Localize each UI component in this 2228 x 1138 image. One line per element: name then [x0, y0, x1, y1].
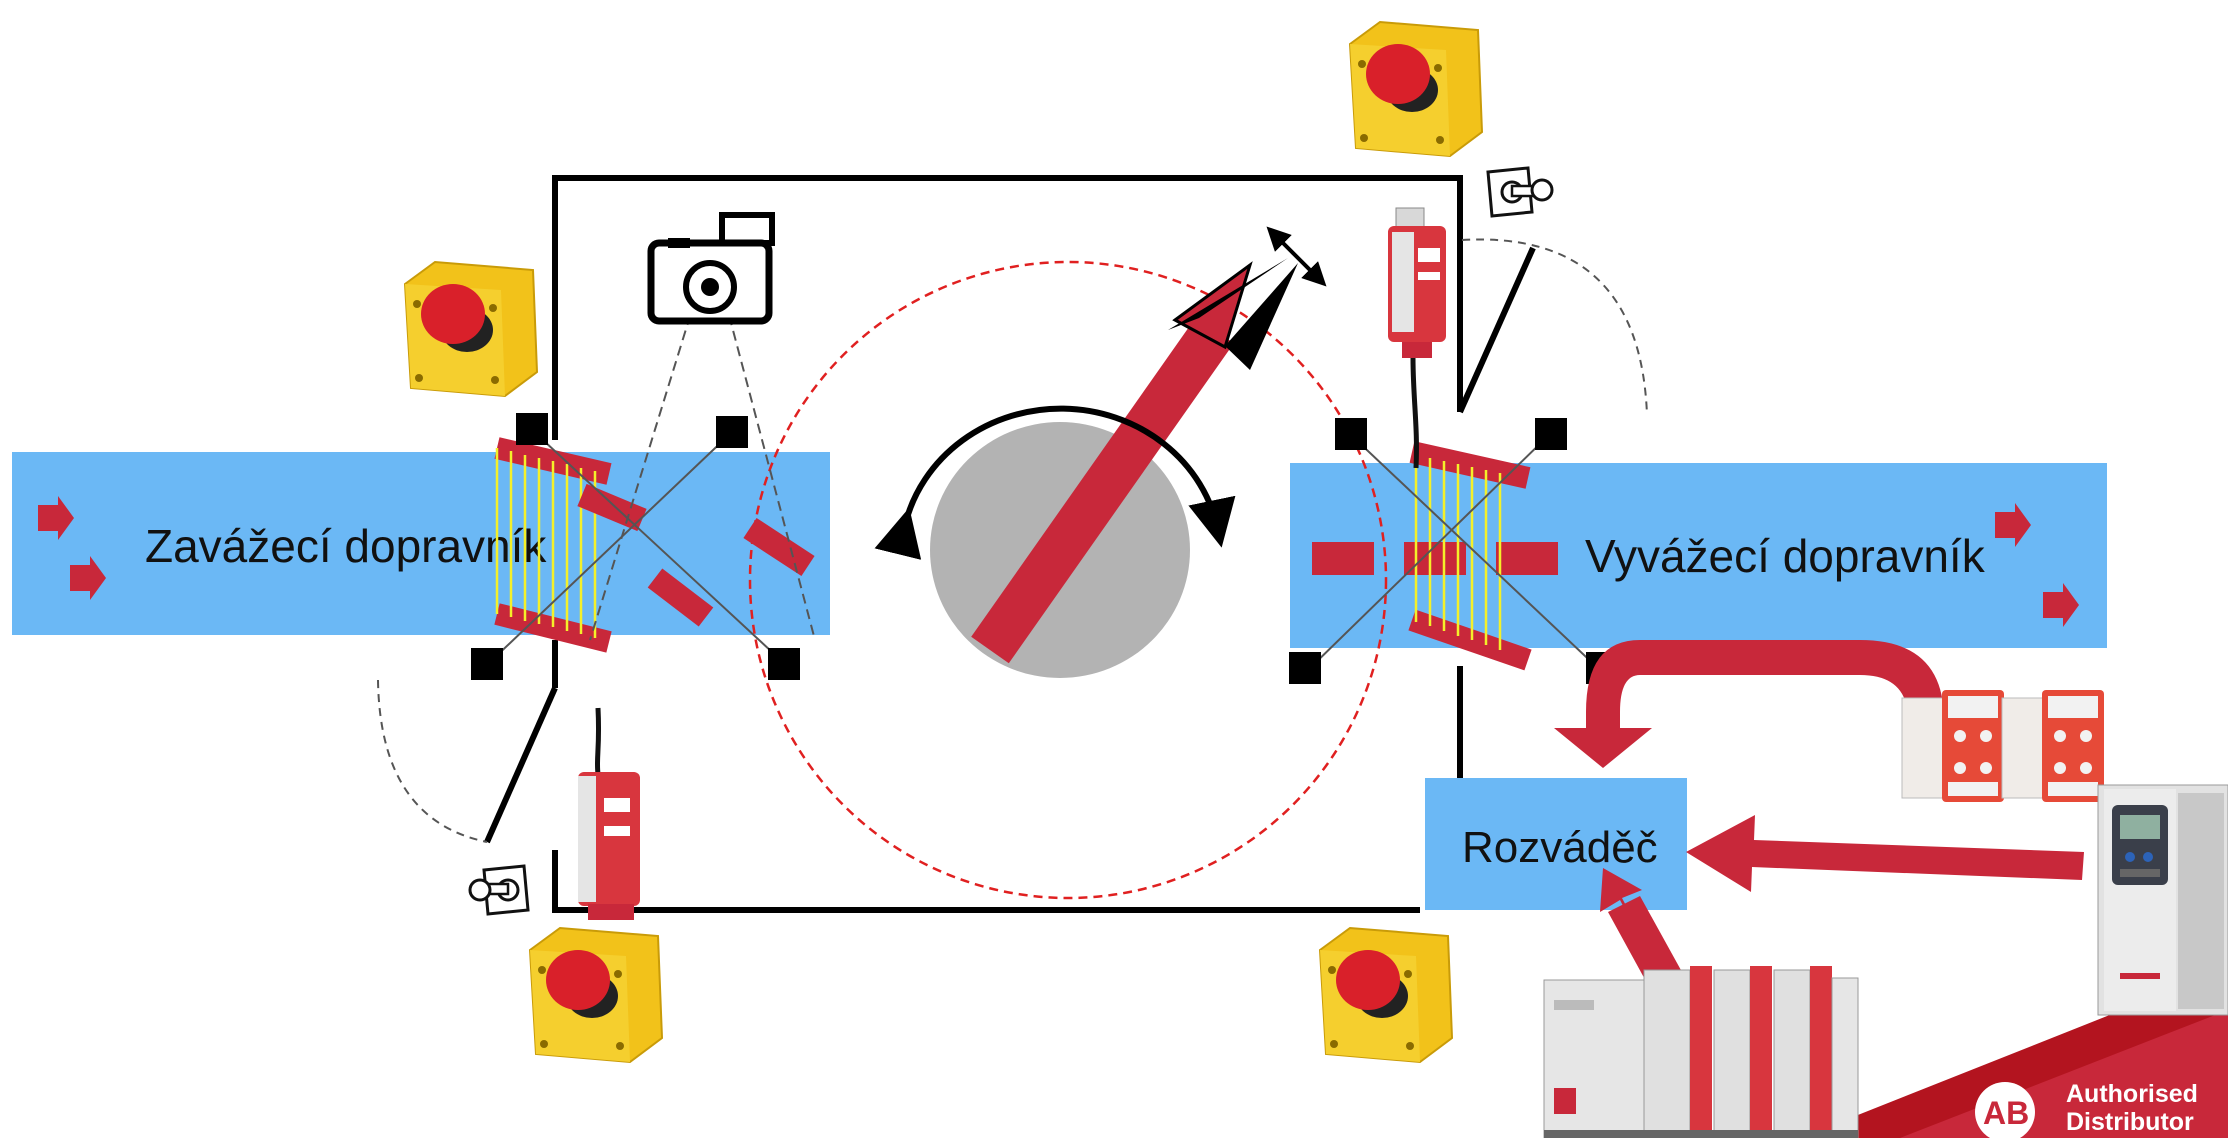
badge-line-2: Distributor — [2066, 1108, 2194, 1136]
control-cabinet: Rozváděč — [1425, 778, 1687, 910]
emergency-stop-icon — [1348, 20, 1484, 158]
infeed-conveyor: Zavážecí dopravník — [12, 452, 830, 635]
flow-arrow-icon — [38, 496, 74, 540]
muting-sensor-icon — [768, 648, 800, 680]
outfeed-door-swing — [1461, 238, 1648, 416]
robot-reach-arrow — [1266, 226, 1327, 287]
emergency-stop-icon — [528, 926, 664, 1064]
robot-rotation-arrow — [874, 405, 1236, 560]
emergency-stop-icon — [403, 260, 539, 398]
authorised-distributor-badge: AB Authorised Distributor — [1800, 968, 2228, 1138]
control-cabinet-label: Rozváděč — [1462, 823, 1658, 872]
emergency-stop-icon — [1318, 926, 1454, 1064]
badge-line-1: Authorised — [2066, 1080, 2198, 1108]
flow-arrow-icon — [2043, 583, 2079, 627]
infeed-conveyor-label: Zavážecí dopravník — [145, 520, 547, 572]
variable-frequency-drive-icon — [2097, 784, 2228, 1016]
outfeed-light-curtain — [1289, 418, 1618, 684]
infeed-door-swing — [377, 679, 488, 843]
infeed-light-curtain — [471, 413, 815, 680]
signal-arrows — [1554, 640, 2084, 985]
muting-sensor-icon — [471, 648, 503, 680]
muting-sensor-icon — [716, 416, 748, 448]
muting-sensor-icon — [1335, 418, 1367, 450]
muting-sensor-icon — [1535, 418, 1567, 450]
flow-arrow-icon — [70, 556, 106, 600]
flow-arrow-icon — [1995, 503, 2031, 547]
safety-interlock-icon — [1388, 207, 1446, 469]
robot-safety-zone — [748, 260, 1388, 900]
robot-arm — [971, 316, 1234, 664]
infeed-guard-door — [484, 686, 558, 844]
safety-interlock-icon — [578, 707, 640, 920]
outfeed-guard-door — [1457, 246, 1536, 414]
safety-relay-icon — [1901, 690, 2004, 802]
safety-relay-icon — [2001, 690, 2104, 802]
outfeed-conveyor-label: Vyvážecí dopravník — [1585, 530, 1986, 582]
robot — [874, 226, 1327, 678]
camera-icon — [589, 212, 816, 641]
ab-logo-text: AB — [1983, 1095, 2029, 1131]
key-switch-icon — [1486, 166, 1554, 218]
drive-to-cabinet-arrow — [1686, 815, 2084, 892]
muting-sensor-icon — [1289, 652, 1321, 684]
safety-fence — [484, 175, 1536, 913]
plc-controller-icon — [1543, 966, 1859, 1138]
ab-logo-icon — [1975, 1082, 2035, 1138]
relay-to-cabinet-arrow — [1554, 640, 1944, 796]
key-switch-icon — [468, 864, 530, 916]
muting-sensor-icon — [516, 413, 548, 445]
